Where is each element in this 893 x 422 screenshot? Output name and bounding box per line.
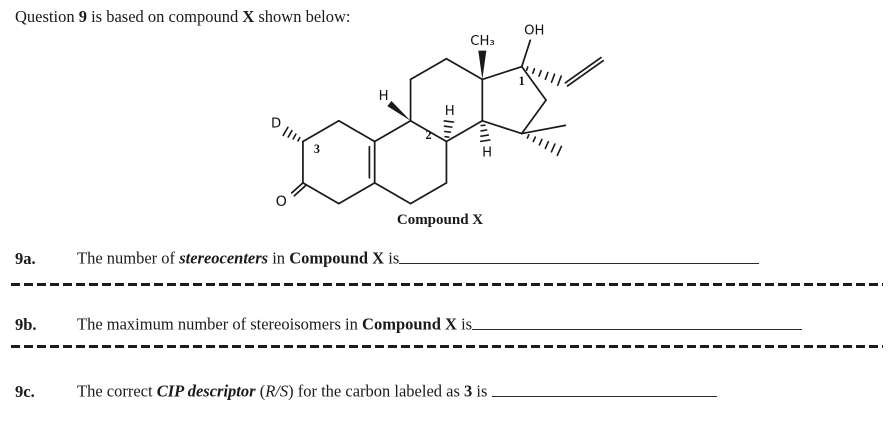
angular-methyl-label: CH₃ bbox=[470, 34, 494, 49]
q9c-text: ) for the carbon labeled as bbox=[288, 381, 465, 401]
q9b-text: is bbox=[456, 314, 473, 334]
h-label-ring-d: H bbox=[482, 145, 492, 160]
hash-bonds bbox=[282, 66, 563, 157]
q9b-text: The maximum number of stereoisomers in bbox=[77, 314, 363, 334]
dashed-divider bbox=[11, 283, 883, 286]
title-text: is based on compound bbox=[86, 7, 243, 26]
hash-bond-gem-dimethyl bbox=[526, 134, 563, 157]
q9c-text: ( bbox=[255, 381, 266, 401]
structure-caption: Compound X bbox=[396, 212, 484, 228]
answer-blank-9b bbox=[472, 312, 803, 330]
q9c-rs-descriptor: R/S bbox=[265, 381, 289, 401]
h-label-ring-c: H bbox=[445, 104, 455, 119]
q9a-compound: Compound X bbox=[289, 248, 385, 268]
question-9b: 9b. The maximum number of stereoisomers i… bbox=[15, 312, 883, 335]
title-text: shown below: bbox=[254, 7, 351, 26]
hash-bond-h-ring-d bbox=[479, 124, 491, 143]
hash-bond-vinyl bbox=[525, 66, 563, 87]
answer-blank-9c bbox=[491, 379, 717, 397]
h-label-ring-b: H bbox=[379, 89, 389, 104]
title-text: Question bbox=[15, 7, 79, 26]
ring-bonds bbox=[302, 39, 567, 205]
q9a-text: in bbox=[268, 248, 290, 268]
wedge-c9-h bbox=[387, 101, 411, 121]
double-bonds bbox=[290, 56, 605, 197]
answer-blank-9a bbox=[399, 246, 760, 264]
q9b-compound: Compound X bbox=[362, 314, 457, 334]
compound-structure: O D CH₃ OH H H H 1 2 3 bbox=[271, 24, 605, 210]
wedge-bonds bbox=[387, 50, 487, 121]
title-compound-letter: X bbox=[242, 7, 255, 26]
ketone-oxygen-label: O bbox=[276, 194, 287, 210]
question-9b-label: 9b. bbox=[15, 314, 37, 334]
question-9c-label: 9c. bbox=[15, 381, 35, 401]
atom-labels: O D CH₃ OH H H H bbox=[271, 24, 544, 210]
question-9a: 9a. The number of stereocenters in Compou… bbox=[15, 246, 883, 269]
q9a-text: The number of bbox=[77, 248, 180, 268]
locant-labels: 1 2 3 bbox=[314, 74, 525, 156]
title-question-number: 9 bbox=[78, 7, 87, 26]
q9c-text: is bbox=[472, 381, 492, 401]
q9c-text: The correct bbox=[77, 381, 157, 401]
dashed-divider bbox=[11, 345, 883, 348]
wedge-c13-methyl bbox=[478, 50, 487, 80]
q9c-carbon-number: 3 bbox=[464, 381, 473, 401]
question-title: Question 9 is based on compound X shown … bbox=[15, 7, 351, 27]
hydroxyl-label: OH bbox=[524, 24, 544, 39]
question-9c: 9c. The correct CIP descriptor (R/S) for … bbox=[15, 379, 883, 402]
locant-2: 2 bbox=[425, 128, 431, 142]
hash-bond-h-ring-c bbox=[443, 120, 455, 138]
q9a-emphasis: stereocenters bbox=[179, 248, 269, 268]
locant-1: 1 bbox=[519, 74, 525, 88]
deuterium-label: D bbox=[271, 117, 281, 132]
question-9a-label: 9a. bbox=[15, 248, 36, 268]
q9c-emphasis: CIP descriptor bbox=[156, 381, 256, 401]
locant-3: 3 bbox=[314, 142, 320, 156]
hash-bond-deuterium bbox=[282, 126, 301, 142]
q9a-text: is bbox=[384, 248, 400, 268]
